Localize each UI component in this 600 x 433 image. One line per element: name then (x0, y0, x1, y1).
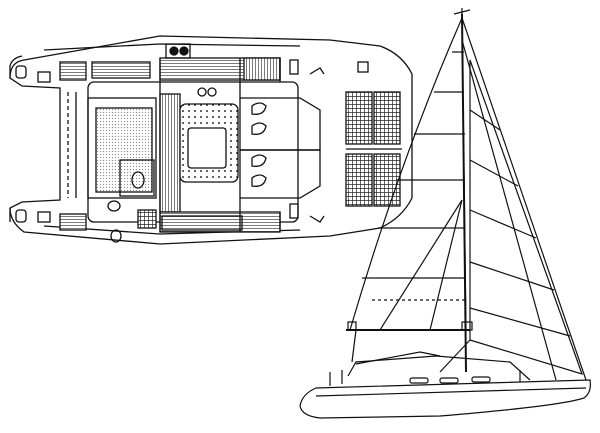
pillow-1 (251, 102, 267, 115)
trampoline-top-right (373, 91, 401, 145)
toilet-icon (131, 171, 145, 189)
port-strip (91, 61, 151, 79)
cleat-1 (309, 67, 325, 75)
hatch-starboard (289, 203, 299, 219)
forestay (461, 17, 587, 381)
cabin-window-2 (439, 377, 459, 384)
mainsheet (351, 329, 357, 363)
pillow-4 (251, 174, 267, 187)
aft-floor-2 (59, 213, 87, 231)
cabin-window-1 (409, 377, 429, 384)
transom-port (9, 55, 23, 78)
galley-floor (243, 57, 281, 81)
hull-sheer (315, 387, 587, 397)
genoa (469, 59, 583, 375)
hull-profile (299, 379, 591, 419)
trampoline-bottom-left (345, 153, 373, 207)
locker-aft-port (37, 71, 51, 83)
hatch-forward (357, 61, 369, 73)
locker-aft-starboard (37, 211, 51, 223)
genoa-seam-5 (469, 307, 571, 337)
transom-step-starboard (15, 209, 27, 223)
hull-inner-top (43, 43, 301, 51)
gooseneck (347, 321, 357, 331)
cockpit-seat (95, 107, 153, 193)
saloon-table (187, 127, 227, 169)
stanchions (329, 370, 521, 386)
basin-icon (110, 229, 122, 243)
shower-tray (137, 209, 157, 229)
cabin-top (347, 355, 531, 381)
genoa-seam-3 (469, 209, 537, 239)
transom-step-port (15, 65, 27, 79)
galley-sink-1 (197, 87, 207, 97)
genoa-seam-4 (469, 261, 555, 291)
starboard-strip (161, 215, 243, 231)
wc-compartment (119, 159, 155, 197)
cabin-window-3 (471, 376, 491, 383)
pillow-3 (251, 154, 267, 167)
cleat-2 (309, 215, 325, 223)
bimini (355, 351, 441, 365)
trampoline-bottom-right (373, 153, 401, 207)
saloon-floor (159, 93, 181, 213)
stove (165, 43, 191, 59)
deck-plan (9, 35, 413, 245)
trampoline-top-left (345, 91, 373, 145)
mainsail (349, 17, 467, 331)
cockpit-area (87, 97, 157, 199)
shroud (461, 39, 557, 381)
genoa-seam-1 (469, 109, 501, 131)
genoa-seam-2 (469, 159, 519, 187)
hatch-port (289, 59, 299, 75)
galley-sink-2 (207, 87, 217, 97)
sail-plan (299, 8, 591, 419)
burner-2 (179, 46, 189, 56)
burner-1 (169, 46, 179, 56)
genoa-sheet (439, 339, 471, 373)
pillow-2 (251, 122, 267, 135)
lazy-jack-2 (429, 199, 463, 331)
boom-block (461, 321, 473, 331)
berth-forward-top (239, 97, 321, 151)
aft-floor (59, 61, 87, 81)
lazy-jack-1 (379, 199, 463, 331)
masthead (453, 8, 471, 15)
sink-icon (107, 200, 121, 212)
